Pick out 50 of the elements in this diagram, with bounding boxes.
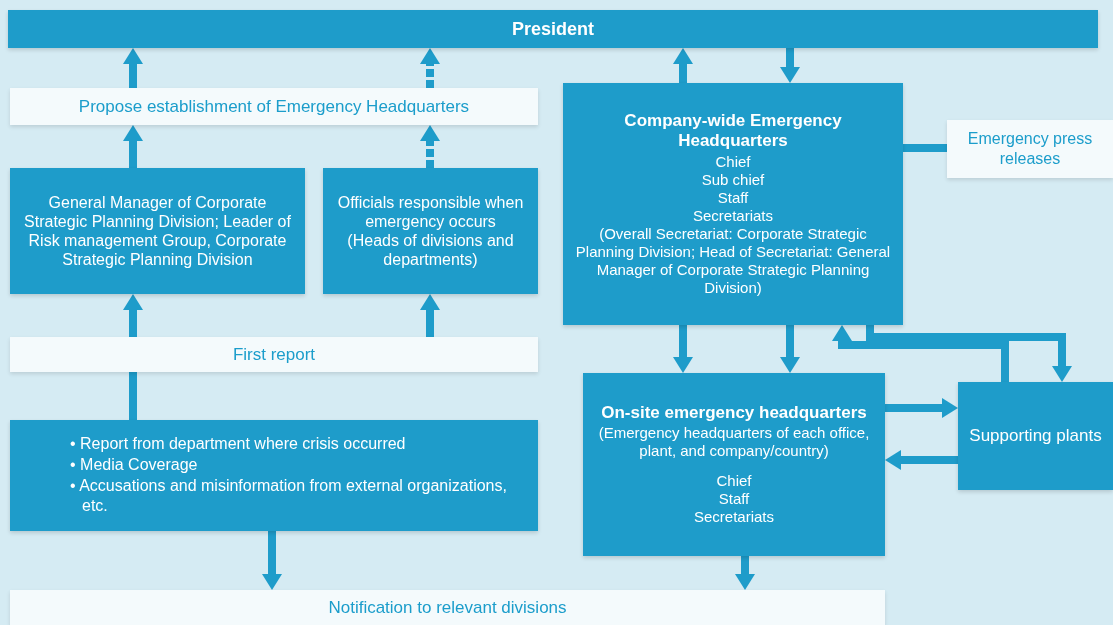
box-heading: On-site emergency headquarters (601, 403, 867, 424)
box-text: Chief (715, 153, 751, 172)
role-box (323, 168, 538, 294)
box-text: (Emergency headquarters of each office, plant, and company/country) (597, 423, 871, 460)
bullet-item: • Media Coverage (70, 454, 199, 475)
band-text: Emergency press releases (966, 129, 1094, 169)
box-text: Secretariats (693, 507, 774, 526)
box-text: Secretariats (692, 207, 773, 226)
band-text: Propose establishment of Emergency Headquarters (78, 95, 470, 118)
role-box (563, 83, 903, 325)
box-text: Supporting plants (969, 425, 1102, 447)
step-band (10, 88, 538, 125)
box-text: Officials responsible when emergency occurs (336, 192, 525, 231)
arrow (866, 325, 1072, 382)
arrow (420, 48, 440, 88)
arrow (780, 48, 800, 83)
role-box (10, 168, 305, 294)
bar-title: President (512, 17, 594, 41)
arrow (832, 325, 1009, 382)
box-text: (Overall Secretariat: Corporate Strategic Planning Division; Head of Secretariat: General Manager of Corporate Strategic Planning Division) (574, 225, 892, 298)
band-text: First report (232, 343, 316, 366)
arrow (123, 125, 143, 168)
arrow (123, 294, 143, 337)
arrow (673, 48, 693, 83)
role-box (583, 373, 885, 556)
box-text: General Manager of Corporate Strategic Planning Division; Leader of Risk management Group, Corporate Strategic Planning Division (23, 192, 292, 270)
box-heading: Company-wide Emergency Headquarters (623, 110, 843, 152)
arrow (420, 294, 440, 337)
box-text: Staff (717, 189, 749, 208)
arrow (123, 48, 143, 88)
role-box (958, 382, 1113, 490)
arrow (885, 450, 958, 470)
info-box (10, 420, 538, 531)
box-text: Chief (716, 471, 752, 490)
bullet-item: • Report from department where crisis occurred (70, 433, 407, 454)
bullet-item: • Accusations and misinformation from external organizations, etc. (70, 475, 508, 517)
box-text: Staff (718, 489, 750, 508)
arrow (673, 325, 693, 373)
header-bar (8, 10, 1098, 48)
step-band (10, 590, 885, 625)
arrow (420, 125, 440, 168)
box-text: (Heads of divisions and departments) (346, 231, 515, 270)
band-text: Notification to relevant divisions (328, 596, 567, 619)
arrow (262, 531, 282, 590)
step-band (10, 337, 538, 372)
step-band (947, 120, 1113, 178)
arrow (885, 398, 958, 418)
arrow (780, 325, 800, 373)
arrow (735, 556, 755, 590)
box-text: Sub chief (701, 171, 765, 190)
